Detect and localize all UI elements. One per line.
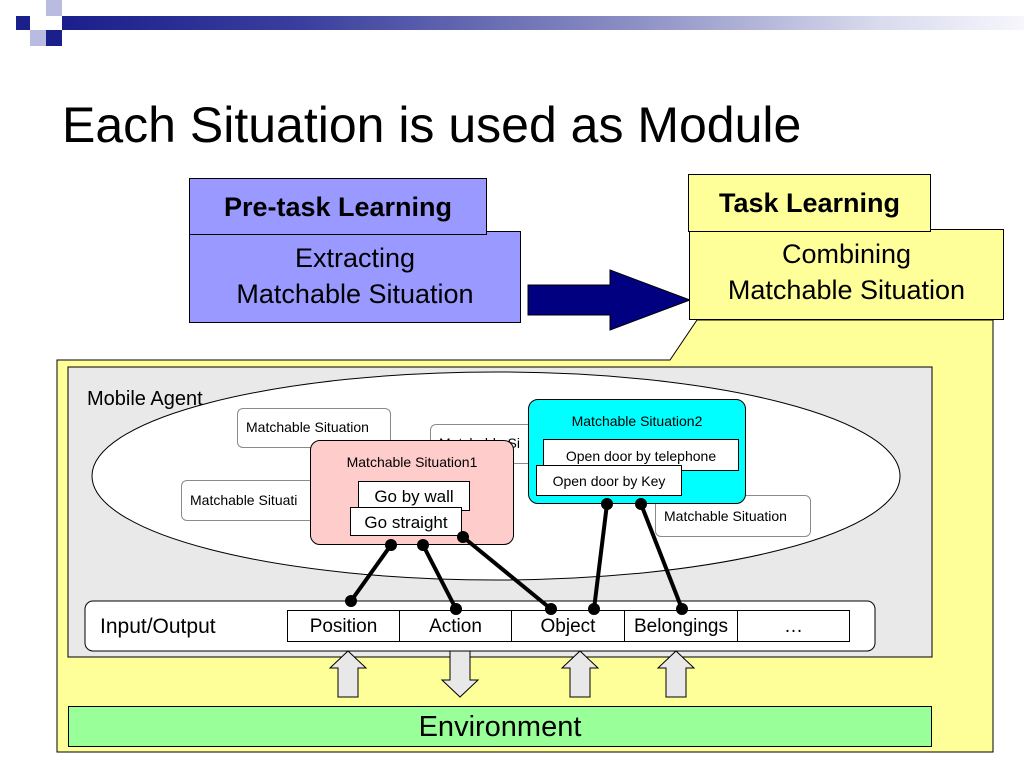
environment-bar: Environment — [68, 706, 932, 747]
slide-title: Each Situation is used as Module — [62, 97, 802, 153]
pretask-line2: Matchable Situation — [236, 279, 474, 309]
situation2-title: Matchable Situation2 — [571, 413, 703, 429]
agent-label: Mobile Agent — [87, 388, 203, 410]
io-cell-belongings: Belongings — [624, 610, 738, 642]
process-arrow — [527, 269, 692, 331]
io-label: Input/Output — [100, 615, 216, 638]
up-arrow-icon — [328, 650, 368, 698]
down-arrow-icon — [440, 650, 480, 698]
task-label: Task Learning — [688, 174, 931, 232]
behavior-go-straight: Go straight — [350, 507, 462, 536]
pretask-line1: Extracting — [294, 243, 416, 273]
title-band — [62, 16, 1024, 30]
pretask-label: Pre-task Learning — [189, 178, 487, 235]
behavior-go-by-wall: Go by wall — [358, 481, 470, 511]
corner-square — [30, 30, 46, 46]
bg-situation: Matchable Situati — [181, 480, 331, 521]
corner-square — [16, 16, 30, 30]
up-arrow-icon — [560, 650, 600, 698]
corner-square — [46, 0, 62, 16]
behavior-open-door-key: Open door by Key — [536, 465, 682, 496]
corner-square — [46, 30, 62, 46]
io-cell-object: Object — [511, 610, 625, 642]
task-line2: Matchable Situation — [727, 275, 966, 305]
io-cell-more: … — [737, 610, 850, 642]
task-body: Combining Matchable Situation — [689, 229, 1004, 320]
io-cell-action: Action — [399, 610, 512, 642]
up-arrow-icon — [656, 650, 696, 698]
situation1-title: Matchable Situation1 — [346, 454, 478, 470]
io-cell-position: Position — [287, 610, 400, 642]
task-line1: Combining — [781, 239, 912, 269]
pretask-body: Extracting Matchable Situation — [189, 231, 521, 323]
